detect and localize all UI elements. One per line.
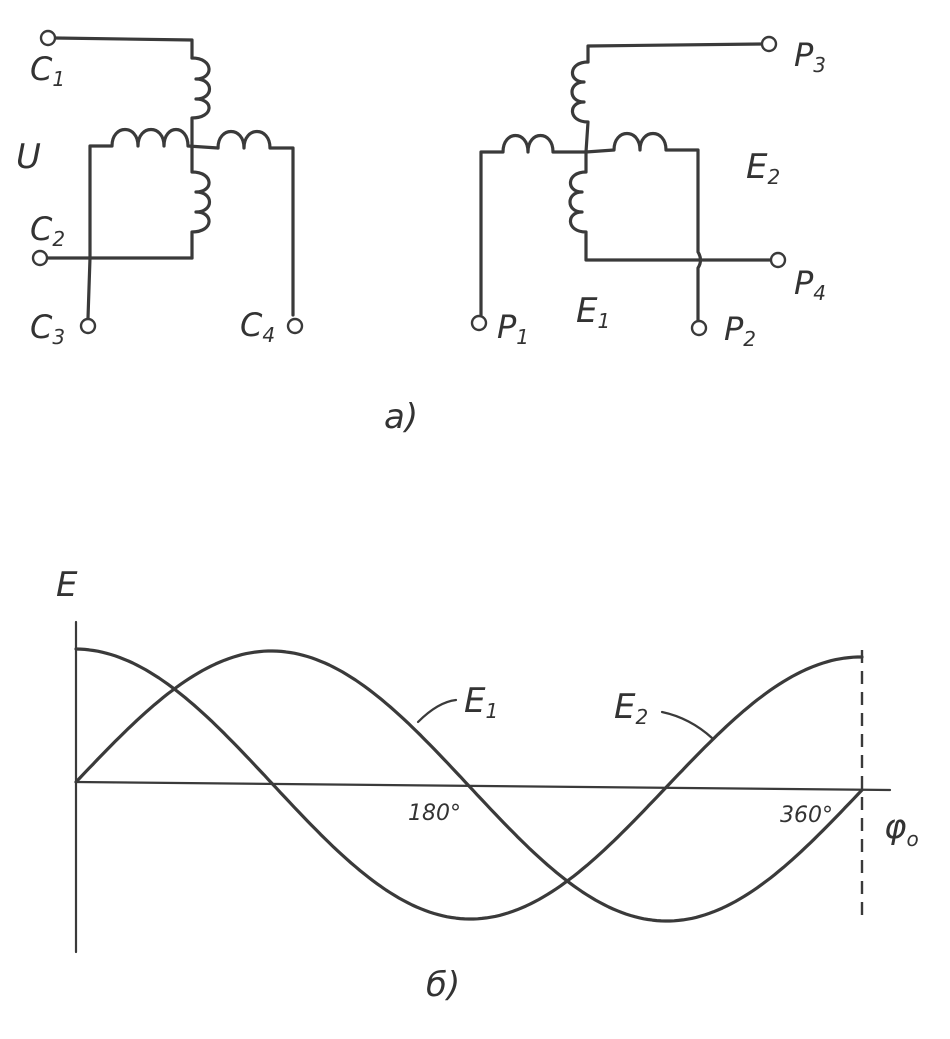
caption-a: a) bbox=[384, 397, 418, 437]
axis-label-e: E bbox=[56, 565, 78, 605]
label-p2: P2 bbox=[724, 310, 756, 351]
rotor-coil-lower bbox=[568, 150, 772, 262]
waveform-chart: E φo 180° 360° E1 E2 bbox=[56, 565, 919, 954]
label-p4: P4 bbox=[794, 264, 826, 305]
stator-label-u: U bbox=[16, 137, 41, 177]
tick-label-360: 360° bbox=[780, 803, 833, 828]
label-c4: C4 bbox=[240, 306, 275, 347]
stator-coil-right bbox=[216, 130, 295, 317]
series-e1-leader bbox=[416, 698, 458, 724]
series-e2-curve bbox=[74, 649, 864, 923]
axis-label-phi: φo bbox=[884, 807, 919, 851]
stator-wire-c1 bbox=[53, 36, 194, 60]
label-c1: C1 bbox=[30, 50, 65, 91]
label-e2-rotor: E2 bbox=[746, 147, 780, 189]
label-p1: P1 bbox=[497, 308, 529, 349]
terminal-p4 bbox=[769, 251, 787, 269]
label-e1-rotor: E1 bbox=[576, 291, 610, 333]
terminal-c2 bbox=[31, 249, 49, 267]
rotor-coil-upper bbox=[570, 60, 590, 154]
rotor-wire-p3 bbox=[586, 42, 764, 64]
stator-wire-c3 bbox=[86, 256, 92, 320]
label-p3: P3 bbox=[794, 36, 826, 77]
rotor-circuit: P3 P4 P1 P2 E1 E2 bbox=[470, 35, 826, 351]
rotor-coil-left bbox=[479, 134, 588, 317]
x-axis bbox=[74, 780, 892, 792]
terminal-c1 bbox=[39, 29, 57, 47]
rotor-coil-right bbox=[584, 132, 703, 322]
terminal-c4 bbox=[286, 317, 304, 335]
caption-b: б) bbox=[426, 965, 460, 1005]
stator-coil-lower bbox=[190, 146, 212, 260]
series-e2-leader bbox=[660, 710, 714, 740]
terminal-c3 bbox=[79, 317, 97, 335]
terminal-p2 bbox=[690, 319, 708, 337]
terminal-p3 bbox=[760, 35, 778, 53]
series-e1-curve bbox=[74, 647, 864, 921]
series-e2-label: E2 bbox=[614, 687, 648, 729]
terminal-p1 bbox=[470, 314, 488, 332]
stator-circuit: U C1 C2 C3 C4 bbox=[16, 29, 304, 349]
series-e1-label: E1 bbox=[464, 681, 498, 723]
label-c3: C3 bbox=[30, 308, 65, 349]
tick-label-180: 180° bbox=[408, 801, 461, 826]
stator-coil-upper bbox=[190, 56, 212, 150]
stator-coil-left bbox=[88, 128, 220, 260]
label-c2: C2 bbox=[30, 210, 65, 251]
